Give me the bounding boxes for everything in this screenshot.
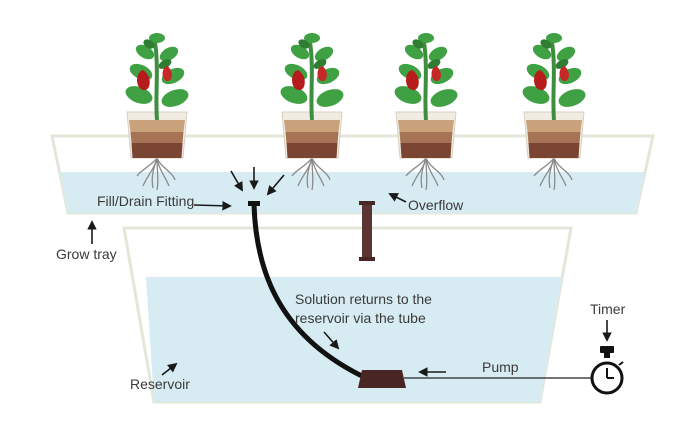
grow-tray — [50, 134, 655, 215]
reservoir-tank — [122, 226, 573, 404]
overflow-pipe — [359, 201, 375, 261]
reservoir-label: Reservoir — [130, 376, 190, 392]
solution-arrow — [323, 331, 340, 350]
overflow-label: Overflow — [408, 197, 464, 213]
overflow-arrow — [388, 193, 407, 203]
solution-label-line-1: Solution returns to the — [295, 291, 432, 307]
timer-label: Timer — [590, 301, 626, 317]
fill-drain-label: Fill/Drain Fitting — [97, 193, 194, 209]
pump-label: Pump — [482, 359, 519, 375]
grow-tray-label: Grow tray — [56, 246, 117, 262]
reservoir-arrow — [161, 362, 178, 376]
timer-icon — [590, 346, 624, 395]
fill-drain-arrow — [193, 200, 232, 211]
drain-tube — [251, 203, 368, 381]
fill-drain-fitting — [248, 201, 260, 206]
fitting-arrow-3 — [266, 174, 285, 196]
pump-icon — [358, 370, 406, 388]
fitting-arrow-1 — [230, 170, 243, 192]
solution-label-line-2: reservoir via the tube — [295, 310, 426, 326]
